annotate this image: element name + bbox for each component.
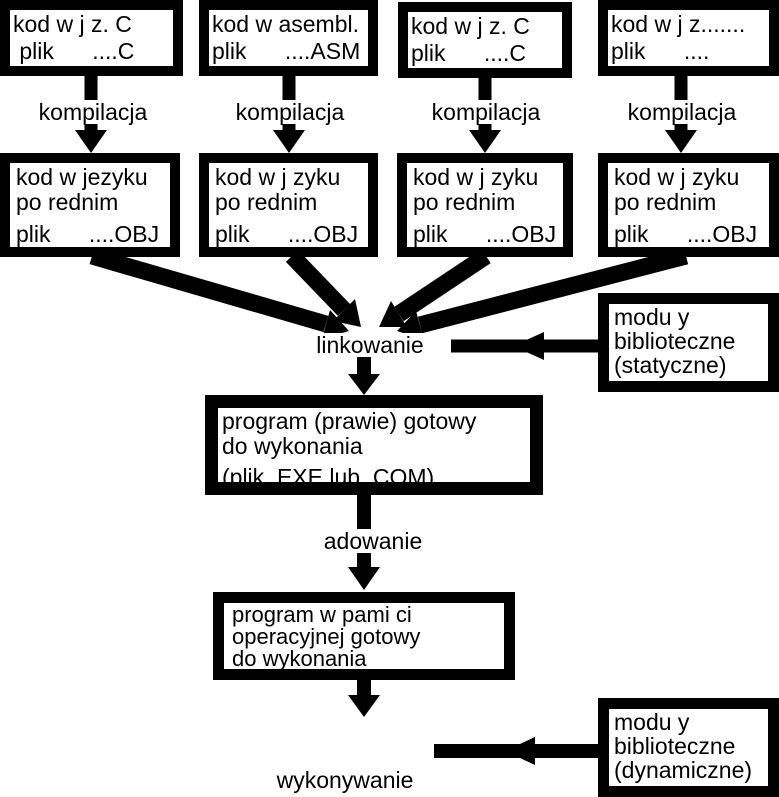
exe-box-line2: do wykonania bbox=[222, 433, 363, 459]
static-lib-box: modu y biblioteczne (statyczne) bbox=[598, 293, 779, 392]
object-box-2-line3: plik ....OBJ bbox=[215, 221, 359, 247]
exe-box: program (prawie) gotowy do wykonania (pl… bbox=[205, 395, 543, 495]
memory-box: program w pami ci operacyjnej gotowy do … bbox=[213, 592, 515, 680]
source-box-c1-line2: plik ....C bbox=[13, 38, 135, 64]
source-box-asm: kod w asembl. plik ....ASM bbox=[199, 0, 378, 76]
source-box-asm-line1: kod w asembl. bbox=[212, 11, 360, 37]
merge-arrow-4 bbox=[397, 247, 689, 340]
exe-box-line1: program (prawie) gotowy bbox=[222, 408, 477, 434]
object-box-3-line1: kod w j zyku bbox=[413, 164, 539, 190]
merge-arrow-2 bbox=[285, 250, 361, 327]
source-box-c2-line2: plik ....C bbox=[411, 40, 527, 66]
compile-label-4: kompilacja bbox=[625, 99, 739, 125]
object-box-3: kod w j zyku po rednim plik ....OBJ bbox=[397, 153, 573, 257]
dynamic-lib-box: modu y biblioteczne (dynamiczne) bbox=[598, 698, 779, 797]
memory-box-line1: program w pami ci bbox=[232, 602, 412, 627]
source-box-asm-line2: plik ....ASM bbox=[212, 38, 361, 64]
static-lib-box-line1: modu y bbox=[614, 304, 690, 330]
source-box-other: kod w j z....... plik .... bbox=[598, 0, 779, 76]
link-label: linkowanie bbox=[314, 332, 426, 358]
source-box-c1: kod w j z. C plik ....C bbox=[0, 0, 183, 76]
run-label-line1: wykonywanie bbox=[276, 767, 414, 793]
source-box-c2: kod w j z. C plik ....C bbox=[398, 2, 572, 78]
run-arrow bbox=[348, 680, 380, 717]
load-label: adowanie bbox=[321, 528, 425, 554]
object-box-4-line1: kod w j zyku bbox=[614, 164, 740, 190]
dynamic-lib-box-line3: (dynamiczne) bbox=[614, 757, 753, 783]
dynamic-lib-arrow bbox=[434, 737, 608, 765]
static-lib-box-line3: (statyczne) bbox=[614, 352, 727, 378]
exe-box-line3: (plik .EXE lub .COM) bbox=[222, 464, 435, 490]
source-box-other-line2: plik .... bbox=[611, 38, 710, 64]
source-box-c1-line1: kod w j z. C bbox=[13, 11, 132, 37]
memory-box-line2: operacyjnej gotowy bbox=[232, 624, 421, 649]
source-box-other-line1: kod w j z....... bbox=[611, 11, 746, 37]
object-box-4-line3: plik ....OBJ bbox=[614, 221, 758, 247]
object-box-1-line2: po rednim bbox=[16, 189, 119, 215]
static-lib-box-line2: biblioteczne bbox=[614, 328, 736, 354]
dynamic-lib-box-line2: biblioteczne bbox=[614, 733, 736, 759]
object-box-2: kod w j zyku po rednim plik ....OBJ bbox=[199, 153, 378, 257]
run-label: wykonywanie programu bbox=[274, 720, 416, 797]
link-down-arrow bbox=[348, 356, 380, 395]
object-box-4: kod w j zyku po rednim plik ....OBJ bbox=[598, 153, 779, 257]
compile-label-1: kompilacja bbox=[36, 99, 150, 125]
source-box-c2-line1: kod w j z. C bbox=[411, 13, 530, 39]
object-box-3-line2: po rednim bbox=[413, 189, 516, 215]
compile-label-3: kompilacja bbox=[429, 99, 543, 125]
object-box-4-line2: po rednim bbox=[614, 189, 717, 215]
dynamic-lib-box-line1: modu y bbox=[614, 709, 690, 735]
compile-label-2: kompilacja bbox=[233, 99, 347, 125]
object-box-2-line1: kod w j zyku bbox=[215, 164, 341, 190]
object-box-1-line3: plik ....OBJ bbox=[16, 221, 160, 247]
object-box-1-line1: kod w jezyku bbox=[16, 164, 148, 190]
memory-box-line3: do wykonania bbox=[232, 646, 367, 671]
merge-arrow-3 bbox=[379, 248, 491, 327]
merge-arrow-1 bbox=[89, 247, 349, 339]
object-box-1: kod w jezyku po rednim plik ....OBJ bbox=[0, 153, 180, 257]
static-lib-arrow bbox=[451, 332, 608, 360]
object-box-2-line2: po rednim bbox=[215, 189, 318, 215]
object-box-3-line3: plik ....OBJ bbox=[413, 221, 557, 247]
